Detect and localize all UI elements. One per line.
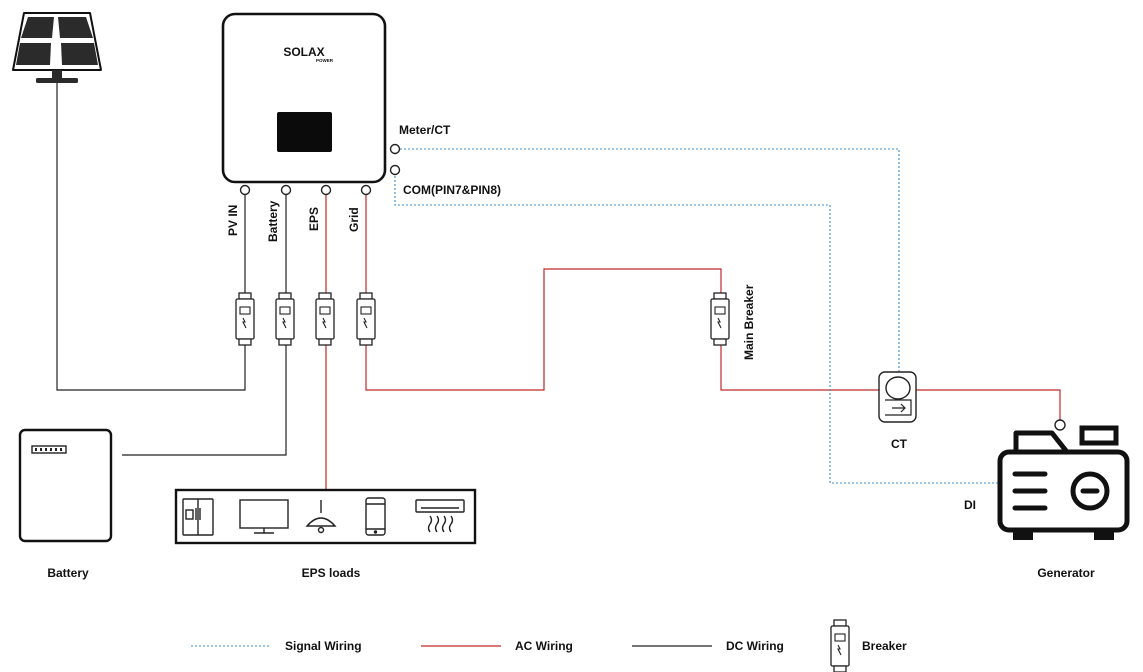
ac-wire-grid bbox=[365, 195, 1061, 420]
inverter-brand-sub: POWER bbox=[316, 58, 334, 63]
generator-icon bbox=[997, 425, 1130, 540]
label-port-battery: Battery bbox=[266, 200, 280, 242]
port-grid bbox=[360, 184, 372, 196]
label-eps: EPS bbox=[307, 207, 321, 231]
battery-icon bbox=[18, 428, 113, 543]
breaker-icon-eps bbox=[315, 292, 335, 346]
port-pv-in bbox=[239, 184, 251, 196]
tv-icon bbox=[239, 499, 289, 534]
inverter-display bbox=[277, 112, 332, 152]
legend-ac-label: AC Wiring bbox=[515, 639, 573, 653]
port-com bbox=[389, 164, 401, 176]
lamp-icon bbox=[305, 500, 337, 534]
fridge-icon bbox=[182, 498, 214, 536]
ct-icon bbox=[878, 371, 917, 423]
solar-panel-icon bbox=[12, 12, 102, 83]
label-di: DI bbox=[964, 498, 976, 512]
label-battery: Battery bbox=[47, 566, 89, 580]
port-meter-ct bbox=[389, 143, 401, 155]
dc-wire-battery bbox=[122, 193, 287, 456]
inverter: SOLAX POWER bbox=[221, 12, 387, 184]
breaker-icon-main bbox=[710, 292, 730, 346]
label-grid: Grid bbox=[347, 207, 361, 232]
dc-wire-pv bbox=[56, 82, 246, 391]
label-meter-ct: Meter/CT bbox=[399, 123, 451, 137]
breaker-icon-pv bbox=[235, 292, 255, 346]
legend: Signal Wiring AC Wiring DC Wiring Breake… bbox=[191, 619, 907, 672]
label-eps-loads: EPS loads bbox=[302, 566, 361, 580]
port-generator bbox=[1054, 419, 1066, 431]
label-ct: CT bbox=[891, 437, 908, 451]
signal-wire-com bbox=[394, 176, 1000, 484]
port-eps bbox=[320, 184, 332, 196]
phone-icon bbox=[365, 497, 386, 536]
inverter-brand: SOLAX bbox=[283, 45, 324, 59]
label-pv-in: PV IN bbox=[226, 205, 240, 236]
label-generator: Generator bbox=[1037, 566, 1095, 580]
eps-loads-box bbox=[174, 488, 477, 545]
breaker-icon-grid bbox=[356, 292, 376, 346]
port-battery bbox=[280, 184, 292, 196]
legend-breaker-label: Breaker bbox=[862, 639, 907, 653]
label-com: COM(PIN7&PIN8) bbox=[403, 183, 501, 197]
legend-dc-label: DC Wiring bbox=[726, 639, 784, 653]
legend-signal-label: Signal Wiring bbox=[285, 639, 362, 653]
breaker-icon-battery bbox=[275, 292, 295, 346]
legend-breaker-icon bbox=[830, 619, 850, 672]
label-main-breaker: Main Breaker bbox=[742, 284, 756, 360]
air-conditioner-icon bbox=[415, 499, 465, 533]
